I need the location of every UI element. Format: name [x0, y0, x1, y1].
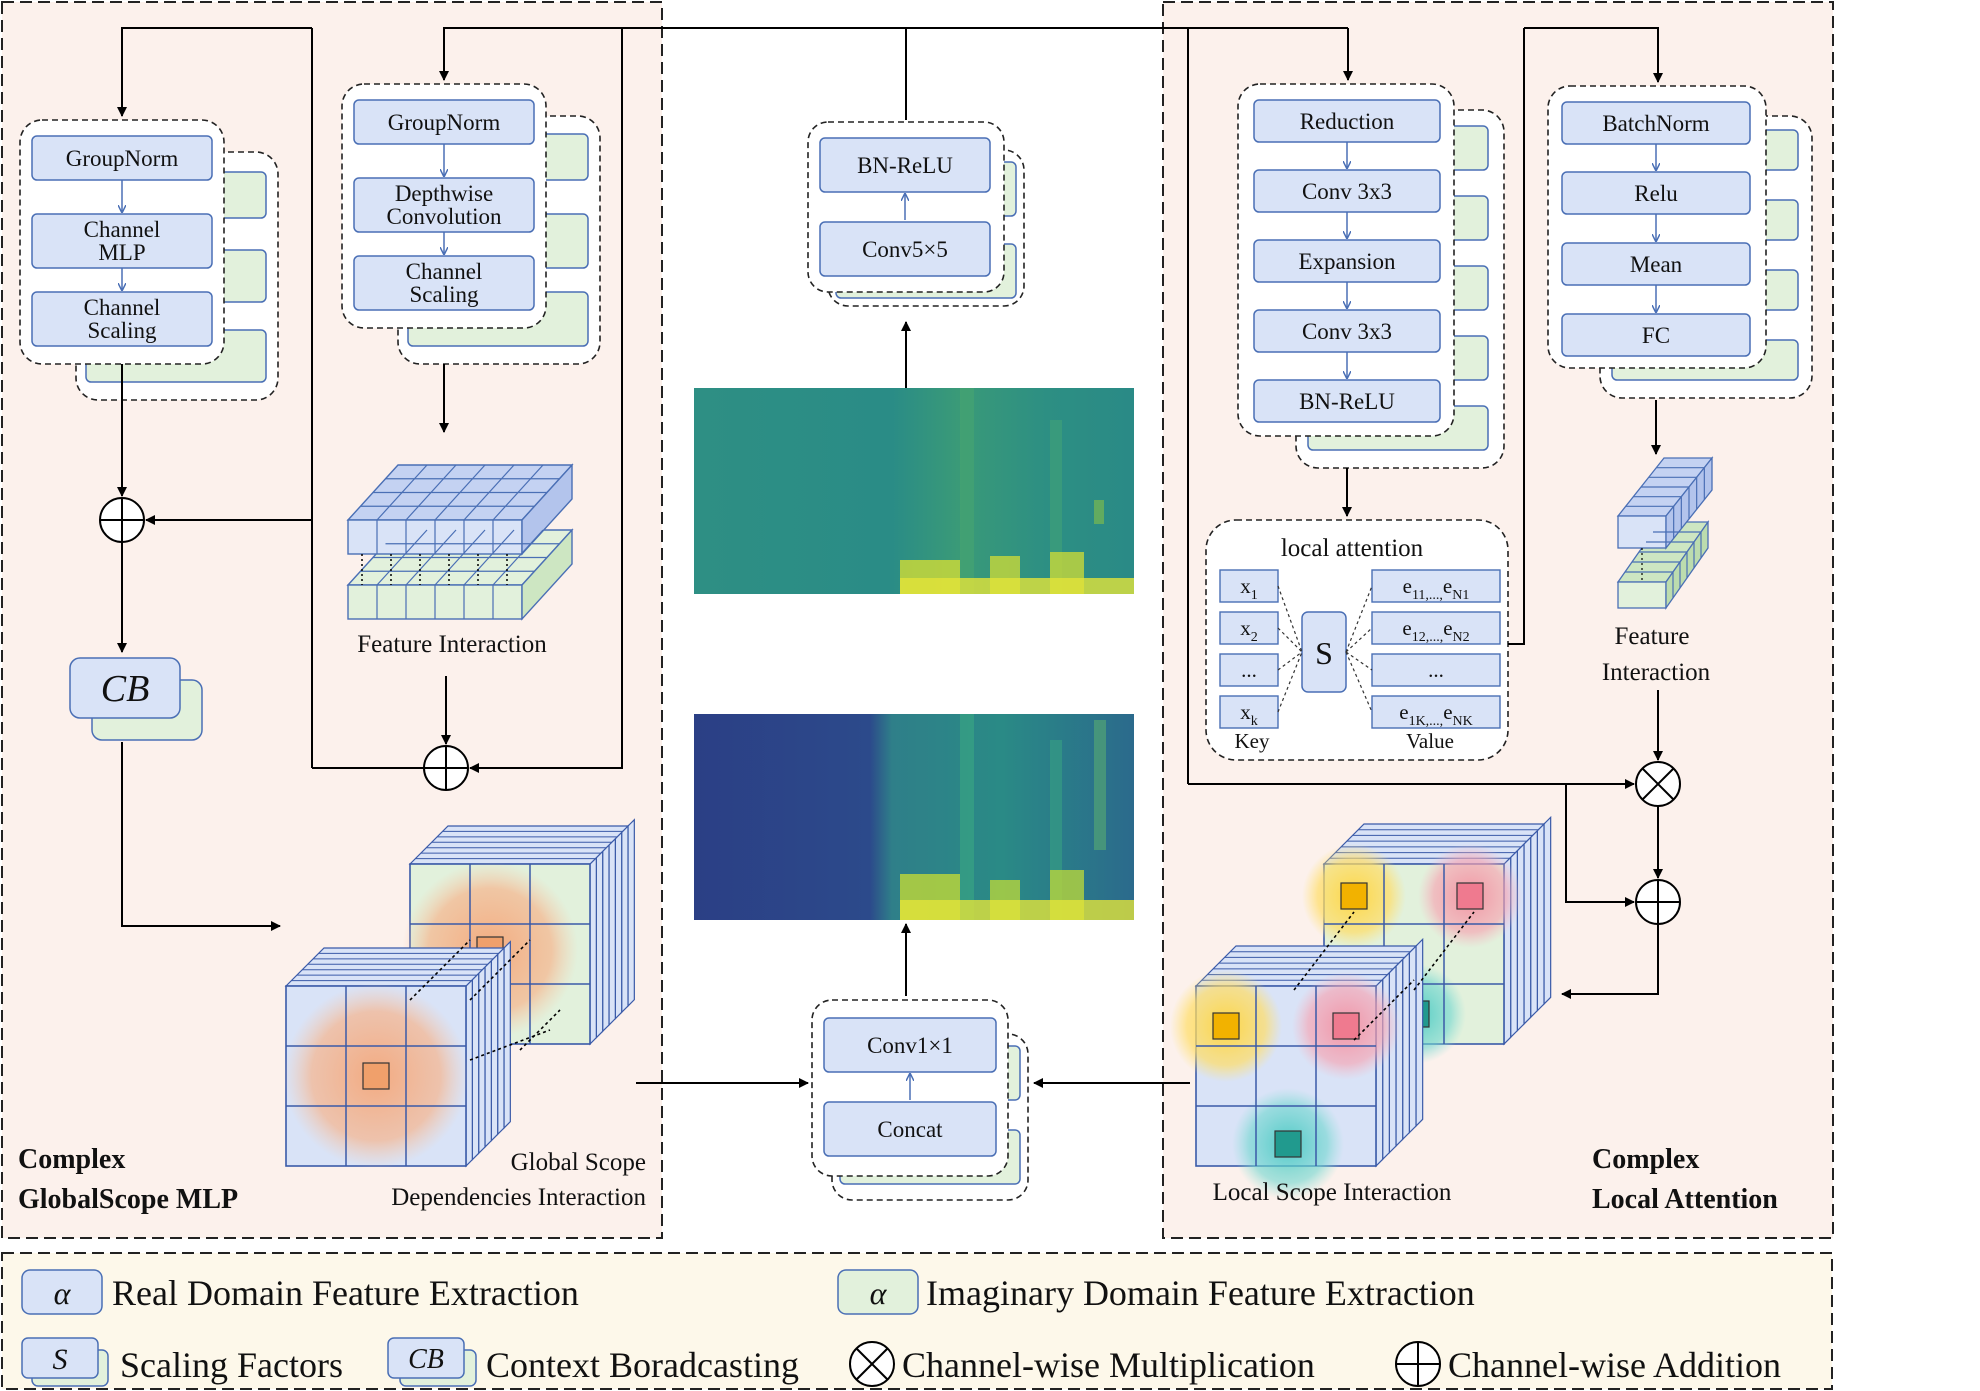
feature-interaction-column [1616, 456, 1714, 611]
legend-alpha-real: α [54, 1275, 72, 1311]
key-box [1219, 653, 1279, 687]
conv3x3-label-2: Conv 3x3 [1302, 319, 1392, 344]
conv1x1-label: Conv1×1 [867, 1033, 953, 1058]
groupnorm-label: GroupNorm [66, 146, 179, 171]
left-stack2-real: GroupNorm Depthwise Convolution Channel … [341, 83, 547, 329]
center-connectors [660, 27, 1348, 1088]
legend-add-label: Channel-wise Addition [1448, 1345, 1781, 1385]
left-stack1-real: GroupNorm Channel MLP Channel Scaling [19, 119, 225, 365]
groupnorm-label-2: GroupNorm [388, 110, 501, 135]
channel-label: Channel [84, 217, 161, 242]
s-label: S [1315, 635, 1333, 671]
conv3x3-label-1: Conv 3x3 [1302, 179, 1392, 204]
value-box [1371, 569, 1501, 603]
batchnorm-label: BatchNorm [1602, 111, 1709, 136]
legend-scaling-label: Scaling Factors [120, 1345, 343, 1385]
legend-alpha-imag: α [870, 1275, 888, 1311]
value-text: ... [1428, 658, 1444, 682]
cb-label: CB [101, 668, 150, 710]
legend-mult-label: Channel-wise Multiplication [902, 1345, 1315, 1385]
relu-label: Relu [1634, 181, 1678, 206]
legend-real: α Real Domain Feature Extraction [21, 1269, 579, 1315]
right-connectors [1187, 27, 1663, 999]
add-circle-3 [1635, 879, 1681, 925]
concat-label: Concat [877, 1117, 943, 1142]
add-circle-2 [423, 745, 469, 791]
spectrogram-output [694, 388, 1134, 594]
value-label: Value [1406, 729, 1454, 753]
legend-real-label: Real Domain Feature Extraction [112, 1273, 579, 1313]
channel-label-3: Channel [406, 259, 483, 284]
key-box [1219, 569, 1279, 603]
feature-label-right-1: Feature [1615, 623, 1690, 650]
depthwise-label: Depthwise [395, 181, 493, 206]
conv5x5-label: Conv5×5 [862, 237, 948, 262]
fc-label: FC [1642, 323, 1670, 348]
mlp-label: MLP [98, 240, 145, 265]
center-top-stack: BN-ReLU Conv5×5 [807, 121, 1025, 307]
cb-block: CB [69, 657, 203, 741]
conv1x1-block [823, 1017, 997, 1073]
bn-relu-block-center [819, 137, 991, 193]
mult-circle [1635, 761, 1681, 807]
convolution-label: Convolution [386, 204, 502, 229]
global-scope-cube-front [284, 939, 561, 1168]
concat-block [823, 1101, 997, 1157]
feature-interaction-label: Feature Interaction [357, 631, 547, 658]
key-text: ... [1241, 658, 1257, 682]
legend-context: CB Context Boradcasting [387, 1337, 799, 1387]
feature-label-right-2: Interaction [1602, 659, 1711, 686]
legend-scaling: S Scaling Factors [21, 1337, 343, 1387]
left-title-line1: Complex [18, 1144, 125, 1175]
value-box [1371, 653, 1501, 687]
channel-label-2: Channel [84, 295, 161, 320]
local-scope-cube-front [1170, 911, 1475, 1200]
spectrogram-input [694, 714, 1134, 920]
key-label: Key [1235, 729, 1270, 753]
expansion-label: Expansion [1298, 249, 1396, 274]
scaling-label-2: Scaling [410, 282, 479, 307]
bn-relu-block-right [1253, 379, 1441, 423]
legend-context-label: Context Boradcasting [486, 1345, 799, 1385]
global-scope-line1: Global Scope [511, 1149, 646, 1176]
conv5x5-block [819, 221, 991, 277]
right-title-line1: Complex [1592, 1144, 1699, 1175]
scaling-label: Scaling [88, 318, 157, 343]
local-scope-label: Local Scope Interaction [1213, 1179, 1452, 1206]
bn-relu-label: BN-ReLU [857, 153, 953, 178]
right-stack2-real: BatchNorm Relu Mean FC [1547, 85, 1767, 369]
channel-scaling-block [31, 291, 213, 347]
left-title-line2: GlobalScope MLP [18, 1184, 238, 1215]
mean-label: Mean [1630, 252, 1683, 277]
legend-s: S [53, 1343, 68, 1376]
add-circle-1 [99, 497, 145, 543]
legend-mult: Channel-wise Multiplication [849, 1341, 1315, 1387]
center-bottom-stack: Conv1×1 Concat [811, 999, 1029, 1201]
legend-add: Channel-wise Addition [1395, 1341, 1781, 1387]
value-box [1371, 611, 1501, 645]
legend-imag-label: Imaginary Domain Feature Extraction [926, 1273, 1475, 1313]
fc-block [1561, 313, 1751, 357]
feature-interaction-grid [346, 463, 574, 621]
reduction-label: Reduction [1300, 109, 1395, 134]
global-scope-line2: Dependencies Interaction [391, 1184, 646, 1211]
left-connectors [117, 27, 809, 1088]
value-box [1371, 695, 1501, 729]
key-box [1219, 695, 1279, 729]
right-stack1-real: Reduction Conv 3x3 Expansion Conv 3x3 BN… [1237, 83, 1455, 437]
legend-cb: CB [408, 1344, 444, 1375]
legend-imag: α Imaginary Domain Feature Extraction [837, 1269, 1475, 1315]
local-attention-label: local attention [1281, 535, 1424, 562]
channel-scaling-block-2 [353, 255, 535, 311]
right-title-line2: Local Attention [1592, 1184, 1778, 1215]
bn-relu-label-right: BN-ReLU [1299, 389, 1395, 414]
